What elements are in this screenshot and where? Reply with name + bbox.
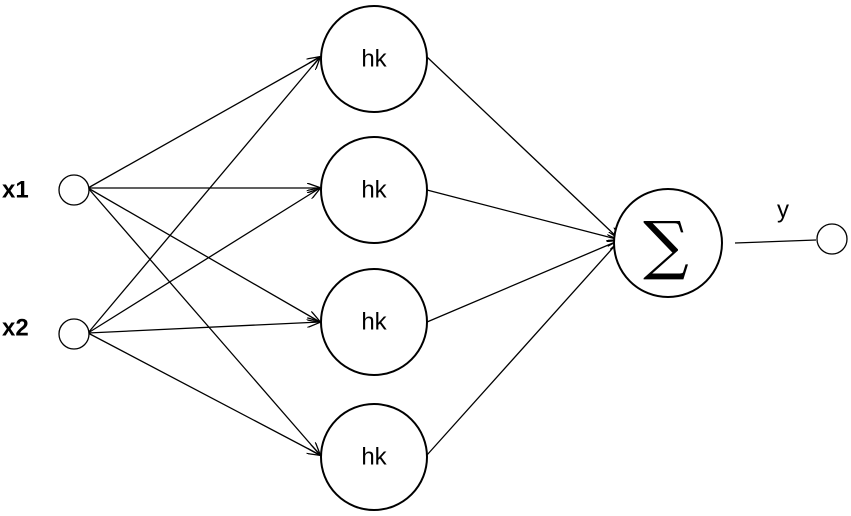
edge-h2-sum [426, 189, 620, 240]
input-node-x1: x1 [2, 174, 90, 206]
summation-node-circle [613, 188, 723, 298]
edge-x2-h2 [87, 188, 320, 334]
hidden-node-circle [320, 5, 428, 113]
output-node: y [777, 197, 848, 255]
input-label: x2 [2, 315, 29, 342]
input-label: x1 [2, 177, 29, 204]
output-circle [816, 223, 848, 255]
hidden-node-1: hk [320, 5, 428, 113]
edge-h1-sum [426, 56, 620, 240]
input-circle [58, 318, 90, 350]
input-circle [58, 174, 90, 206]
edge-sum-output [734, 239, 817, 244]
edge-x2-h3 [87, 322, 320, 334]
edge-x1-h3 [87, 187, 320, 322]
edge-h3-sum [426, 240, 620, 323]
hidden-node-4: hk [320, 403, 428, 511]
edge-h4-sum [426, 240, 620, 456]
edge-x2-h1 [87, 57, 320, 334]
hidden-node-circle [320, 136, 428, 244]
input-to-hidden-edges [87, 57, 320, 455]
hidden-node-circle [320, 268, 428, 376]
hidden-node-3: hk [320, 268, 428, 376]
hidden-node-label: hk [361, 309, 387, 336]
hidden-node-label: hk [361, 177, 387, 204]
hidden-to-sum-edges [426, 56, 620, 456]
hidden-node-label: hk [361, 46, 387, 73]
summation-node: ∑ [613, 188, 723, 298]
hidden-node-circle [320, 403, 428, 511]
hidden-node-label: hk [361, 444, 387, 471]
edge-x1-h1 [87, 57, 320, 189]
hidden-node-2: hk [320, 136, 428, 244]
edge-x2-h4 [87, 332, 320, 455]
summation-icon: ∑ [643, 209, 689, 283]
output-label: y [777, 197, 789, 224]
edge-x1-h4 [87, 187, 320, 455]
input-node-x2: x2 [2, 315, 90, 350]
